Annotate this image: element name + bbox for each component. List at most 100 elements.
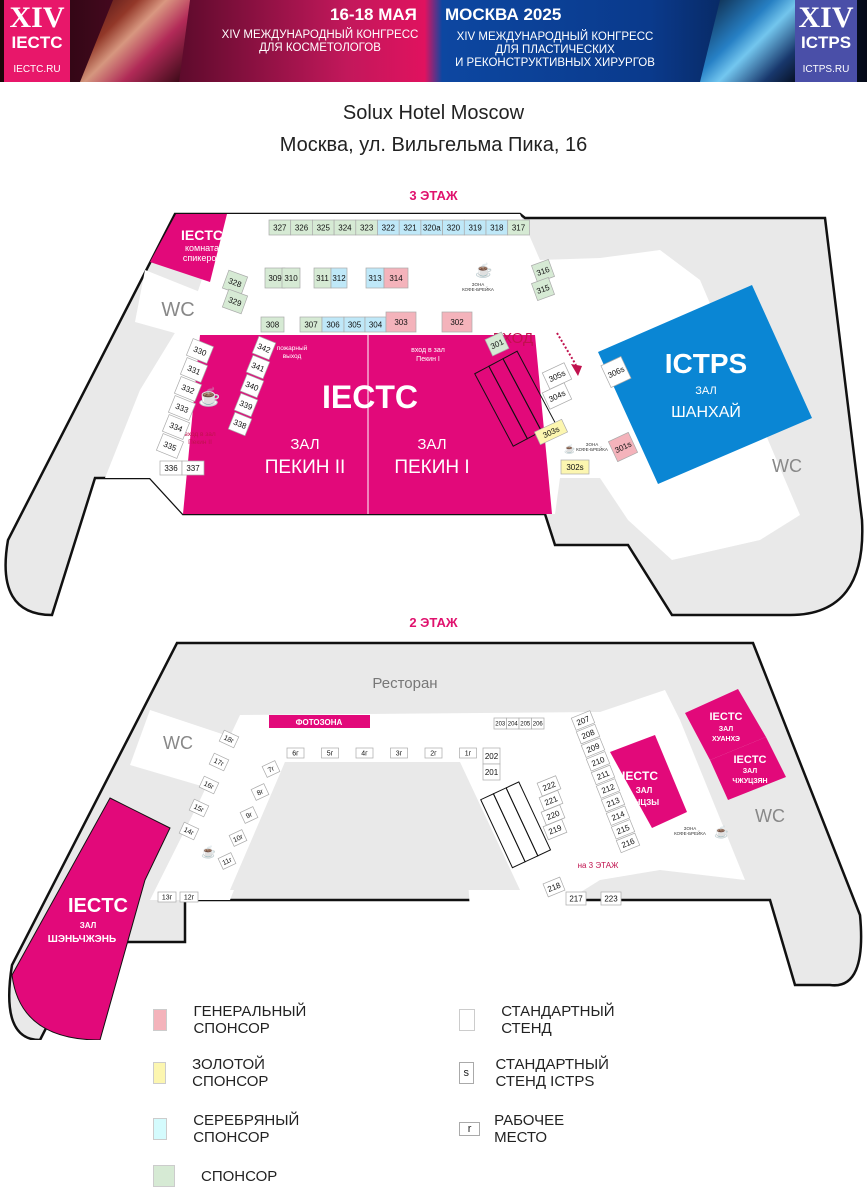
stand-203[interactable]: 203: [493, 717, 507, 730]
stand-7г[interactable]: 7г: [261, 760, 281, 778]
stand-218[interactable]: 218: [542, 876, 566, 898]
stand-9г[interactable]: 9г: [239, 806, 259, 824]
legend-swatch: [153, 1118, 168, 1140]
stand-333[interactable]: 333: [167, 395, 197, 421]
stand-335[interactable]: 335: [155, 433, 185, 459]
stand-4г[interactable]: 4г: [355, 747, 374, 759]
stand-327[interactable]: 327: [268, 219, 292, 236]
legend-label: РАБОЧЕЕ МЕСТО: [494, 1112, 565, 1146]
stand-219[interactable]: 219: [542, 818, 568, 841]
stand-323[interactable]: 323: [355, 219, 378, 236]
stand-304[interactable]: 304: [364, 316, 387, 333]
stand-216[interactable]: 216: [615, 832, 641, 854]
stand-308[interactable]: 308: [260, 316, 285, 333]
stand-number: 316: [535, 265, 551, 278]
stand-340[interactable]: 340: [239, 373, 265, 399]
stand-211[interactable]: 211: [590, 764, 616, 786]
stand-314[interactable]: 314: [383, 267, 409, 289]
stand-223[interactable]: 223: [600, 891, 622, 906]
stand-202[interactable]: 202: [482, 747, 501, 765]
stand-320[interactable]: 320: [442, 219, 465, 236]
stand-329[interactable]: 329: [221, 288, 249, 315]
stand-box: [607, 431, 639, 463]
stand-342[interactable]: 342: [251, 335, 277, 361]
stand-213[interactable]: 213: [600, 791, 626, 813]
stand-310[interactable]: 310: [281, 267, 301, 289]
stand-5г[interactable]: 5г: [321, 747, 339, 759]
iectc-logo-url[interactable]: IECTC.RU: [13, 64, 61, 75]
stand-330[interactable]: 330: [185, 338, 215, 364]
stand-325[interactable]: 325: [312, 219, 335, 236]
stand-208[interactable]: 208: [575, 723, 601, 745]
stand-1г[interactable]: 1г: [459, 747, 477, 759]
stand-304s[interactable]: 304s: [541, 382, 573, 410]
iectc-logo[interactable]: XIV IECTC IECTC.RU: [4, 0, 70, 82]
stand-337[interactable]: 337: [181, 460, 205, 476]
hall-shenzhen[interactable]: [11, 797, 171, 1040]
stand-15г[interactable]: 15г: [188, 798, 210, 818]
stand-305[interactable]: 305: [343, 316, 366, 333]
speakers-room[interactable]: [150, 214, 227, 282]
stand-214[interactable]: 214: [605, 805, 631, 826]
stand-313[interactable]: 313: [365, 267, 385, 289]
stand-206[interactable]: 206: [531, 717, 545, 730]
stand-301s[interactable]: 301s: [607, 431, 639, 463]
stand-336[interactable]: 336: [159, 460, 183, 476]
stand-6г[interactable]: 6г: [286, 747, 305, 759]
stand-326[interactable]: 326: [290, 219, 313, 236]
stand-210[interactable]: 210: [585, 751, 611, 772]
stand-303[interactable]: 303: [385, 311, 417, 333]
stand-201[interactable]: 201: [482, 763, 501, 781]
stand-302[interactable]: 302: [441, 311, 473, 333]
stand-324[interactable]: 324: [333, 219, 357, 236]
stand-322[interactable]: 322: [377, 219, 400, 236]
stand-312[interactable]: 312: [330, 267, 348, 289]
stand-215[interactable]: 215: [610, 819, 636, 840]
stand-318[interactable]: 318: [485, 219, 509, 236]
stand-3г[interactable]: 3г: [390, 747, 408, 759]
stand-18г[interactable]: 18г: [218, 729, 240, 749]
ictps-logo-url[interactable]: ICTPS.RU: [802, 64, 850, 75]
stand-338[interactable]: 338: [227, 411, 253, 437]
stand-332[interactable]: 332: [173, 376, 203, 402]
stand-319[interactable]: 319: [463, 219, 487, 236]
stand-328[interactable]: 328: [221, 269, 249, 296]
stand-306[interactable]: 306: [321, 316, 345, 333]
hall-zhujiang[interactable]: [710, 737, 786, 800]
stand-320a[interactable]: 320a: [420, 219, 443, 236]
stand-331[interactable]: 331: [179, 357, 209, 383]
stand-8г[interactable]: 8г: [250, 783, 270, 801]
stand-12г[interactable]: 12г: [179, 891, 199, 903]
hall-shanghai[interactable]: [598, 285, 812, 484]
stand-302s[interactable]: 302s: [560, 459, 590, 475]
stand-311[interactable]: 311: [313, 267, 332, 289]
stand-14г[interactable]: 14г: [178, 821, 200, 841]
stand-317[interactable]: 317: [507, 219, 530, 236]
stand-303s[interactable]: 303s: [533, 418, 569, 446]
stand-207[interactable]: 207: [570, 710, 596, 731]
stand-339[interactable]: 339: [233, 392, 259, 418]
stand-2г[interactable]: 2г: [424, 747, 443, 759]
stand-204[interactable]: 204: [506, 717, 520, 730]
stand-17г[interactable]: 17г: [208, 752, 230, 772]
stand-209[interactable]: 209: [580, 737, 606, 758]
stand-13г[interactable]: 13г: [157, 891, 177, 903]
stand-315[interactable]: 315: [531, 277, 555, 301]
stand-205[interactable]: 205: [518, 717, 532, 730]
stand-16г[interactable]: 16г: [198, 775, 220, 795]
stand-301[interactable]: 301: [484, 331, 510, 357]
hall-yangtze[interactable]: [610, 735, 687, 828]
stand-321[interactable]: 321: [398, 219, 422, 236]
stand-334[interactable]: 334: [161, 414, 191, 440]
stand-11г[interactable]: 11г: [217, 852, 237, 870]
ictps-logo[interactable]: XIV ICTPS ICTPS.RU: [795, 0, 857, 82]
stand-10г[interactable]: 10г: [228, 829, 248, 847]
stand-341[interactable]: 341: [245, 354, 271, 380]
hall-huanghe[interactable]: [685, 689, 766, 760]
photozone[interactable]: [269, 715, 370, 728]
stand-212[interactable]: 212: [595, 778, 621, 799]
stand-217[interactable]: 217: [565, 891, 587, 906]
stand-305s[interactable]: 305s: [541, 362, 573, 390]
stand-306s[interactable]: 306s: [600, 356, 632, 388]
stand-307[interactable]: 307: [299, 316, 323, 333]
